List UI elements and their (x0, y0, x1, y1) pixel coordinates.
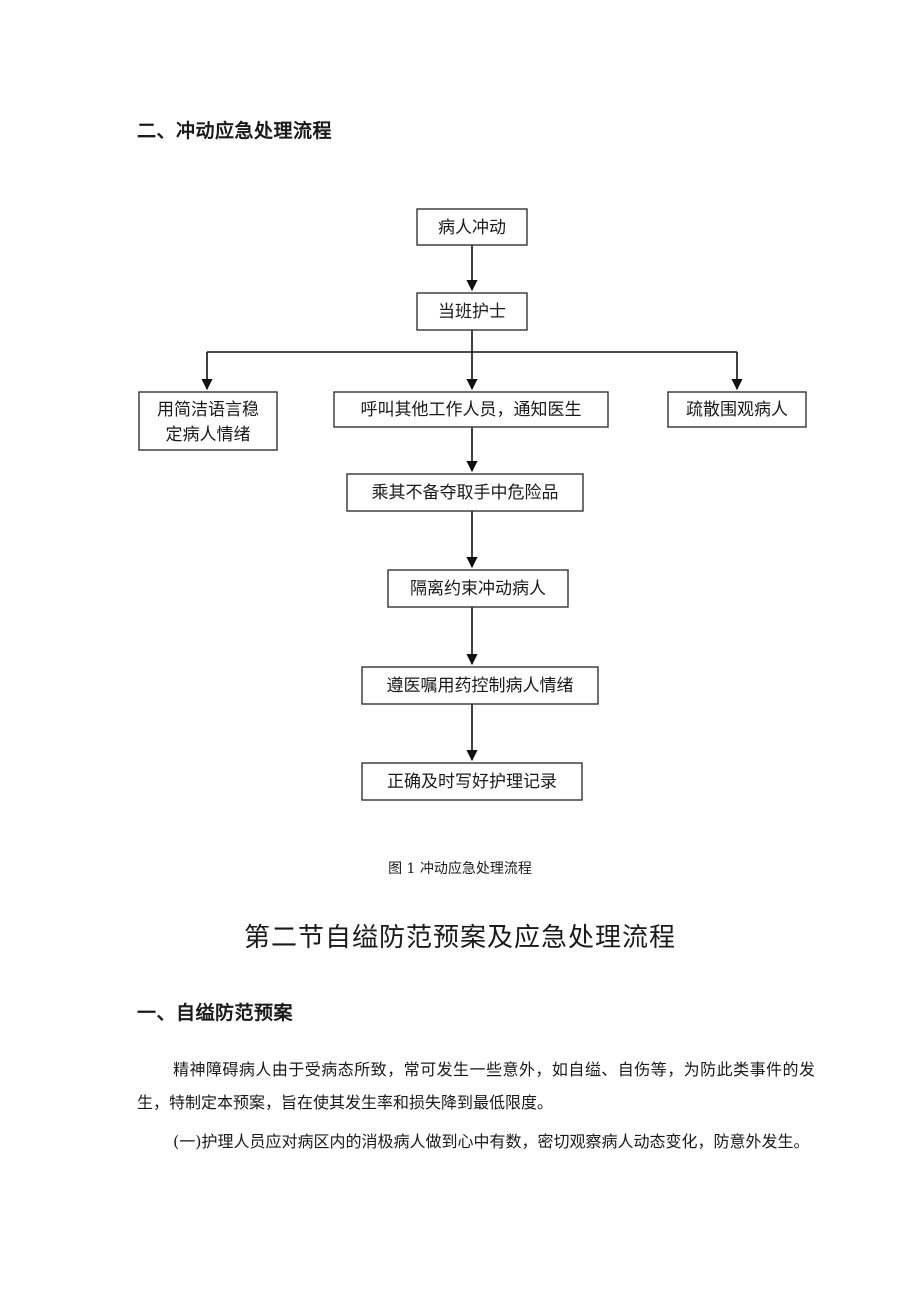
node-seize-dangerous-item: 乘其不备夺取手中危险品 (346, 473, 584, 512)
node-label-line1: 用简洁语言稳 (157, 400, 259, 420)
section-heading-suicide: 一、自缢防范预案 (137, 1002, 294, 1024)
node-isolate-restrain: 隔离约束冲动病人 (387, 569, 569, 608)
node-label: 隔离约束冲动病人 (410, 579, 546, 599)
node-label: 呼叫其他工作人员，通知医生 (361, 400, 582, 420)
node-medication-control: 遵医嘱用药控制病人情绪 (361, 666, 599, 705)
node-call-staff: 呼叫其他工作人员，通知医生 (333, 391, 609, 428)
section-heading-impulse: 二、冲动应急处理流程 (137, 120, 333, 142)
node-label: 正确及时写好护理记录 (387, 772, 557, 792)
node-label: 当班护士 (438, 302, 506, 322)
node-disperse-onlookers: 疏散围观病人 (667, 391, 807, 428)
figure-caption: 图 1 冲动应急处理流程 (388, 861, 532, 877)
paragraph-intro: 精神障碍病人由于受病态所致，常可发生一些意外，如自缢、自伤等，为防此类事件的发生… (137, 1060, 815, 1112)
node-duty-nurse: 当班护士 (416, 292, 528, 331)
node-calm-patient: 用简洁语言稳 定病人情绪 (138, 391, 278, 451)
node-nursing-record: 正确及时写好护理记录 (361, 762, 583, 801)
node-label: 疏散围观病人 (686, 400, 788, 420)
node-patient-impulse: 病人冲动 (416, 208, 528, 246)
node-label: 遵医嘱用药控制病人情绪 (387, 676, 574, 696)
node-label: 乘其不备夺取手中危险品 (372, 483, 559, 503)
node-label: 病人冲动 (438, 218, 506, 238)
paragraph-item-1: (一)护理人员应对病区内的消极病人做到心中有数，密切观察病人动态变化，防意外发生… (173, 1132, 810, 1151)
section-title: 第二节自缢防范预案及应急处理流程 (243, 923, 676, 953)
node-label-line2: 定病人情绪 (166, 425, 251, 445)
impulse-flowchart: 病人冲动 当班护士 用简洁语言稳 定病人情绪 呼叫其他工作人员，通知医生 疏散围… (138, 208, 807, 801)
